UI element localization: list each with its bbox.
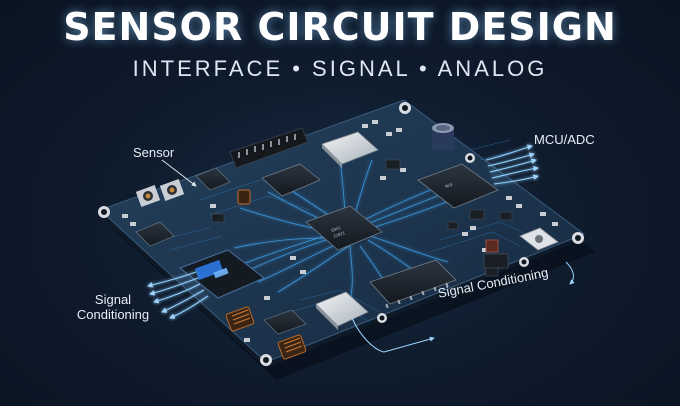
signal-conditioning-arrows-left xyxy=(147,271,209,319)
top-ic xyxy=(261,163,321,197)
sensor-label: Sensor xyxy=(133,145,175,160)
shield-module-top xyxy=(321,131,379,168)
page-title: SENSOR CIRCUIT DESIGN xyxy=(63,5,617,49)
op-amp-ic xyxy=(369,259,457,309)
tactile-button xyxy=(519,227,559,251)
signal-conditioning-label-line2: Conditioning xyxy=(76,307,150,322)
svg-text:22021: 22021 xyxy=(333,230,347,239)
mcu-adc-arrows xyxy=(485,144,539,185)
signal-conditioning-pointer-line xyxy=(351,317,435,353)
sensor-components xyxy=(135,179,185,207)
sensor-pointer-line xyxy=(161,159,197,187)
mounting-holes xyxy=(98,102,584,366)
signal-conditioning-label-left: Signal Conditioning xyxy=(66,292,160,322)
mcu-chip: MCU xyxy=(417,163,499,209)
signal-conditioning-label-line1: Signal xyxy=(94,292,132,307)
signal-conditioning-chip xyxy=(178,249,265,299)
mcu-adc-label: MCU/ADC xyxy=(534,132,595,147)
signal-conditioning-pointer-right xyxy=(565,261,575,285)
shield-module-bottom xyxy=(315,291,369,330)
page-subtitle: INTERFACE • SIGNAL • ANALOG xyxy=(132,56,548,81)
electrolytic-capacitor xyxy=(432,123,454,150)
inductors xyxy=(225,189,307,360)
pin-header xyxy=(229,127,309,169)
smd-components xyxy=(122,120,558,342)
svg-text:EDCC: EDCC xyxy=(331,225,342,233)
small-ic-left xyxy=(135,167,307,335)
smd-dark-components xyxy=(211,159,513,277)
red-connector xyxy=(483,239,509,269)
svg-text:MCU: MCU xyxy=(445,182,454,189)
main-processor-chip: EDCC 22021 xyxy=(305,205,383,251)
